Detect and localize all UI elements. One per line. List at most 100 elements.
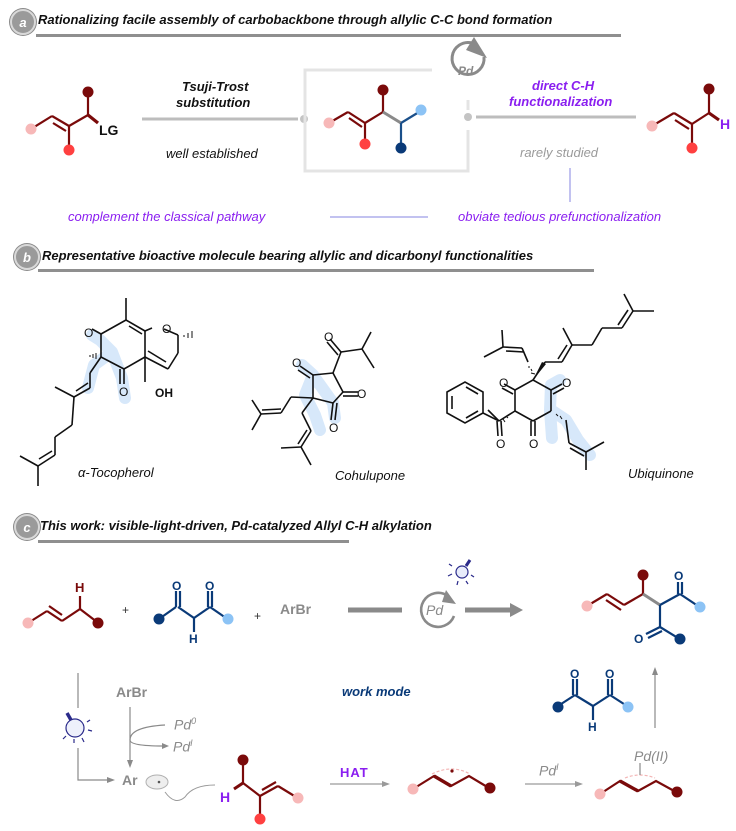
- dicarbonyl-h-label: H: [588, 720, 597, 734]
- red-substituent-dot: [254, 813, 266, 825]
- pd0-oxidation-state: 0: [191, 716, 197, 726]
- pd-step-label: PdI: [539, 762, 559, 779]
- mechanism-dicarbonyl: [557, 679, 628, 720]
- radical-dot: [157, 780, 161, 784]
- atom-label: O: [499, 376, 508, 390]
- allyl-radical: [412, 768, 490, 790]
- molecule-ubiquinone: [446, 293, 654, 470]
- pd0-text: Pd: [174, 716, 192, 733]
- pi-allyl-pd-complex: [599, 763, 677, 795]
- atom-label: OH: [155, 386, 173, 400]
- mechanism-allyl-substrate: [233, 761, 297, 815]
- hydrogen-label: H: [720, 116, 731, 132]
- plus-sign: +: [254, 609, 262, 623]
- direct-ch-title-1: direct C-H: [532, 78, 595, 93]
- pink-substituent-dot: [323, 117, 335, 129]
- center-frame: [303, 68, 470, 173]
- pink-substituent-dot: [646, 120, 658, 132]
- dicarbonyl-o2-label: O: [605, 667, 615, 681]
- atom-label: O: [529, 437, 538, 451]
- molecule-name-tocopherol: α-Tocopherol: [78, 465, 154, 480]
- atom-label: O: [324, 330, 333, 344]
- navy-substituent-dot: [153, 613, 165, 625]
- aryl-radical-label: Ar: [122, 772, 138, 788]
- allyl-reactant: [27, 596, 98, 624]
- darkred-substituent-dot: [237, 754, 249, 766]
- pd2-label: Pd(II): [634, 748, 669, 764]
- lightblue-substituent-dot: [694, 601, 706, 613]
- pink-substituent-dot: [594, 788, 606, 800]
- section-c-title: This work: visible-light-driven, Pd-cata…: [40, 518, 432, 533]
- arrow-head: [162, 743, 169, 749]
- reactant2-o2-label: O: [205, 579, 215, 593]
- red-substituent-dot: [63, 144, 75, 156]
- pd-step-oxidation-state: I: [556, 762, 559, 772]
- product-o1-label: O: [674, 569, 684, 583]
- section-a-rule: [36, 34, 621, 37]
- lightblue-substituent-dot: [622, 701, 634, 713]
- note-obviate: obviate tedious prefunctionalization: [458, 209, 662, 224]
- darkred-substituent-dot: [92, 617, 104, 629]
- pd-step-text: Pd: [539, 762, 557, 779]
- atom-label: O: [119, 385, 128, 399]
- atom-label: O: [329, 421, 338, 435]
- molecule-name-ubiquinone: Ubiquinone: [628, 466, 694, 481]
- pdi-label: PdI: [173, 738, 193, 755]
- molecule-name-cohulupone: Cohulupone: [335, 468, 406, 483]
- atom-label: O: [357, 387, 366, 401]
- product-o2-label: O: [634, 632, 644, 646]
- pink-substituent-dot: [581, 600, 593, 612]
- section-c-rule: [38, 540, 349, 543]
- section-a-title: Rationalizing facile assembly of carboba…: [38, 12, 553, 27]
- pdi-oxidation-state: I: [190, 738, 193, 748]
- pink-substituent-dot: [292, 792, 304, 804]
- atom-label: O: [562, 376, 571, 390]
- darkred-substituent-dot: [82, 86, 94, 98]
- navy-substituent-dot: [674, 633, 686, 645]
- dicarbonyl-reactant: [158, 591, 227, 632]
- lightblue-substituent-dot: [222, 613, 234, 625]
- arrow-head: [575, 781, 583, 787]
- lightblue-substituent-dot: [415, 104, 427, 116]
- pd-cycle-icon: [450, 37, 487, 76]
- arrow-head: [382, 781, 390, 787]
- pd-cycle-icon: [419, 590, 456, 629]
- ar-radical-orbital: [145, 774, 169, 790]
- atom-label: O: [162, 322, 171, 336]
- molecule-cohulupone: [251, 331, 375, 466]
- mechanism-path-left: [77, 673, 107, 781]
- plus-sign: +: [122, 603, 130, 617]
- pd-catalyst-label: Pd: [426, 602, 444, 618]
- pink-substituent-dot: [407, 783, 419, 795]
- atom-label: O: [84, 326, 93, 340]
- light-bulb-icon: [62, 712, 93, 743]
- pink-substituent-dot: [22, 617, 34, 629]
- mech-arbr-label: ArBr: [116, 684, 148, 700]
- main-arrow-head: [510, 603, 523, 617]
- darkred-substituent-dot: [637, 569, 649, 581]
- section-a-badge: a: [10, 9, 36, 35]
- darkred-substituent-dot: [703, 83, 715, 95]
- navy-substituent-dot: [395, 142, 407, 154]
- pd-catalyst-label: Pd: [458, 64, 474, 78]
- note-complement: complement the classical pathway: [68, 209, 266, 224]
- tsuji-trost-title-2: substitution: [176, 95, 251, 110]
- red-substituent-dot: [686, 142, 698, 154]
- arrow-head: [652, 667, 658, 675]
- center-product: [328, 92, 420, 146]
- leaving-group-label: LG: [99, 122, 119, 138]
- section-b-rule: [38, 269, 594, 272]
- tsuji-trost-title-1: Tsuji-Trost: [182, 79, 249, 94]
- atom-label: O: [292, 356, 301, 370]
- work-mode-label: work mode: [342, 684, 411, 699]
- navy-substituent-dot: [552, 701, 564, 713]
- hat-label: HAT: [340, 765, 369, 780]
- arbr-reagent-label: ArBr: [280, 601, 312, 617]
- atom-label: O: [496, 437, 505, 451]
- darkred-substituent-dot: [671, 786, 683, 798]
- arrow-head: [107, 777, 115, 783]
- pd-oxidation-curve: [129, 724, 166, 747]
- direct-ch-title-2: functionalization: [509, 94, 613, 109]
- section-b-badge: b: [14, 244, 40, 270]
